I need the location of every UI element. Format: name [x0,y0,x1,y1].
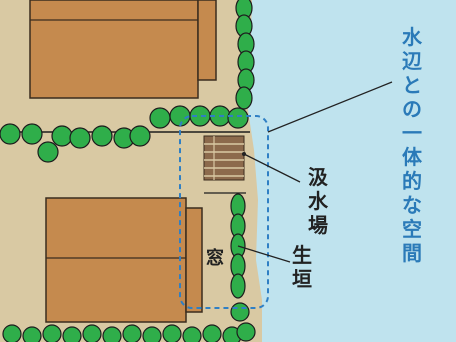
label-char: 辺 [402,49,422,73]
label-char: 間 [402,241,422,265]
hedge-shrub [69,127,91,149]
label-char: 的 [402,169,422,193]
hedge-shrub [182,326,202,342]
label-kyusuiba: 汲水場 [308,165,329,237]
hedge-shrub [235,86,253,110]
label-char: 体 [402,145,423,169]
hedge-shrub [230,302,250,322]
hedge-shrub [42,324,62,342]
hedge-shrub [142,326,162,342]
leader-kyusuiba-dot [242,152,246,156]
label-window: 窓 [206,247,224,269]
hedge-shrub [22,326,42,342]
hedge-shrub [162,324,182,342]
label-char: 垣 [292,267,312,291]
water-area [248,0,456,342]
label-char: 水 [308,189,329,213]
hedge-shrub [227,107,249,129]
hedge-shrub [37,141,59,163]
leader-ikegaki [237,245,291,263]
hedge-shrub [149,107,171,129]
hedge-shrub [236,322,256,342]
hedge-shrub [82,324,102,342]
label-char: な [402,193,422,217]
upper-house [29,0,217,99]
label-char: 場 [308,213,328,237]
hedge-shrub [202,324,222,342]
kyusuiba-steps [203,135,245,181]
leader-kyusuiba [243,153,301,183]
label-char: 水 [402,25,423,49]
hedge-shrub [102,326,122,342]
hedge-shrub [21,123,43,145]
hedge-shrub [91,125,113,147]
label-char: 一 [402,121,422,145]
leader-water-unity [267,81,393,133]
lower-house [45,197,203,323]
highlight-area [179,115,269,309]
hedge-shrub [62,326,82,342]
label-char: と [402,73,422,97]
label-ikegaki: 生垣 [292,243,312,291]
hedges [0,0,256,342]
label-char: 汲 [308,165,328,189]
label-char: 空 [402,217,422,241]
hedge-shrub [0,123,21,145]
label-char: の [402,97,422,121]
hedge-shrub [2,324,22,342]
hedge-shrub [122,324,142,342]
hedge-shrub [230,273,246,299]
hedge-shrub [129,125,151,147]
hedge-shrub [51,125,73,147]
label-char: 生 [292,243,312,267]
